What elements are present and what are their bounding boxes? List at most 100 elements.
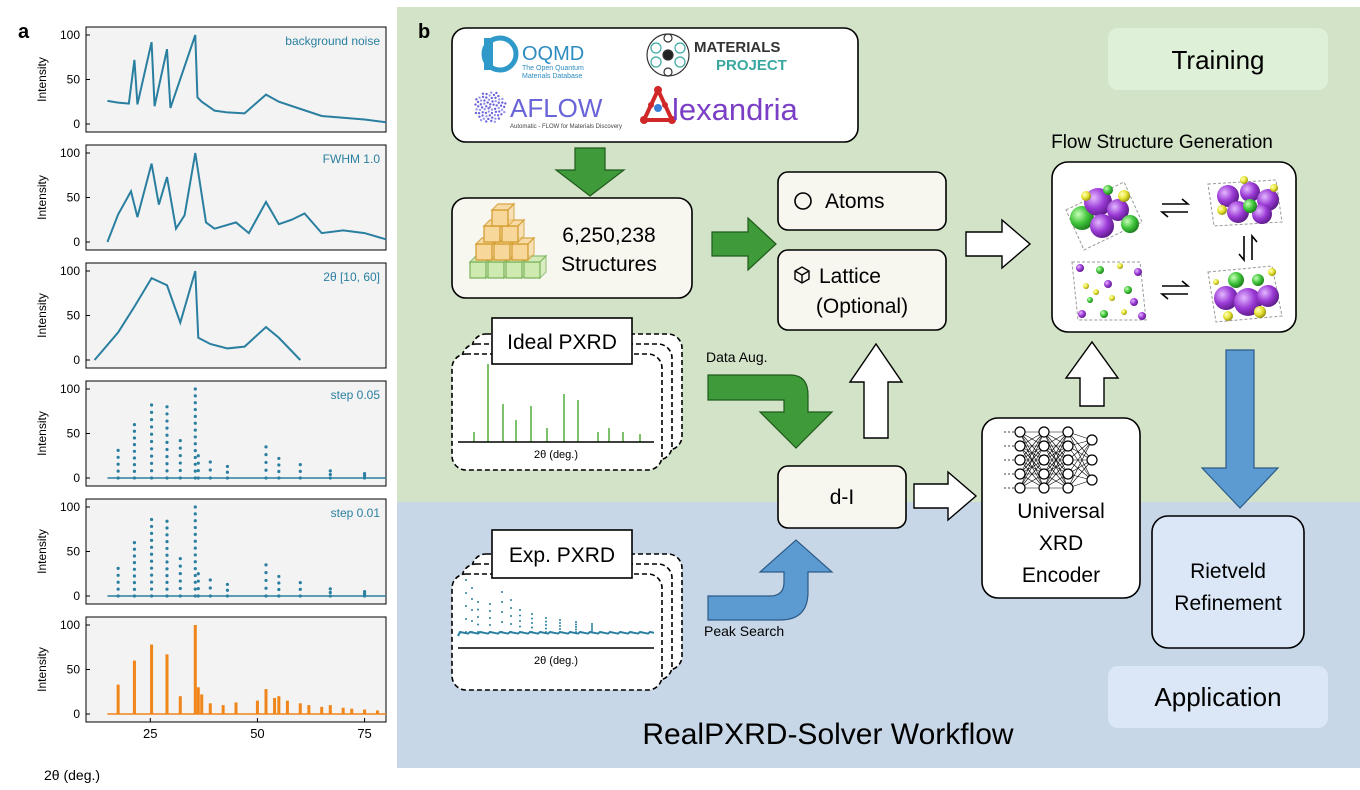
data-point — [193, 435, 197, 439]
data-point — [149, 469, 154, 473]
data-point — [362, 474, 367, 478]
nn-edge — [1019, 431, 1045, 489]
data-point — [149, 566, 154, 570]
aflow-dot — [496, 114, 500, 117]
y-tick-label: 0 — [73, 707, 80, 721]
series-line — [93, 270, 302, 361]
data-point — [264, 594, 268, 598]
project-text: PROJECT — [716, 57, 787, 74]
aflow-dot — [495, 104, 498, 107]
data-point — [165, 594, 169, 598]
plot-frame — [85, 262, 387, 369]
data-point — [132, 463, 137, 467]
data-point — [165, 567, 169, 571]
exp-peak-dot — [519, 631, 521, 633]
bar — [273, 697, 277, 714]
exp-peak-dot — [531, 617, 533, 620]
aflow-dot — [497, 101, 500, 104]
data-point — [264, 586, 268, 590]
data-point — [196, 594, 200, 598]
nn-node — [1014, 482, 1026, 494]
y-tick-label: 100 — [60, 28, 80, 42]
green-curved-arrow — [707, 374, 834, 449]
data-point — [193, 539, 197, 543]
alexandria-icon — [640, 85, 676, 124]
exp-peak-dot — [489, 603, 491, 605]
data-point — [362, 589, 367, 594]
aflow-dot — [479, 103, 483, 106]
x-tick-label: 75 — [357, 726, 371, 741]
cube-side — [539, 254, 547, 280]
aflow-dot — [494, 99, 497, 103]
exp-peak-dot — [501, 601, 503, 603]
exp-peak-dot — [591, 629, 593, 631]
data-point — [277, 476, 281, 480]
data-point — [193, 532, 197, 536]
aflow-dot — [504, 102, 507, 105]
exp-peak-dot — [519, 614, 521, 617]
data-point — [165, 533, 169, 537]
aflow-dot — [485, 105, 488, 108]
data-point — [277, 594, 281, 598]
data-point — [193, 580, 197, 584]
nn-node — [1014, 454, 1026, 466]
training-label-box — [1108, 28, 1328, 90]
blue-curved-arrow — [707, 539, 834, 621]
structures-count: 6,250,238 — [562, 224, 655, 247]
bar — [165, 654, 169, 714]
exp-peak-dot — [465, 579, 467, 581]
data-point — [328, 469, 332, 473]
exp-peak-dot — [575, 623, 577, 626]
data-point — [264, 468, 268, 472]
data-point — [328, 590, 332, 595]
exp-peak-dot — [501, 621, 503, 623]
exp-peak-dot — [489, 610, 491, 612]
data-point — [149, 439, 154, 444]
training-label: Training — [1172, 45, 1265, 75]
data-point — [116, 469, 120, 473]
crystal-structure-3 — [1071, 261, 1147, 321]
data-point — [132, 436, 137, 440]
flow-title: Flow Structure Generation — [1051, 132, 1273, 153]
exp-peak-dot — [519, 625, 521, 628]
data-point — [165, 419, 169, 423]
nn-edge — [1043, 431, 1069, 489]
y-tick-label: 50 — [67, 309, 81, 323]
rietveld-line-2: Refinement — [1174, 592, 1282, 615]
exp-peak-dot — [489, 624, 491, 626]
aflow-dot — [493, 113, 497, 117]
exp-peak-dot — [559, 631, 561, 633]
y-tick-label: 0 — [73, 117, 80, 131]
cube-face — [523, 261, 541, 279]
aflow-dot — [493, 120, 497, 123]
atom — [1104, 280, 1112, 288]
cube-side — [517, 218, 525, 244]
exp-peak-dot — [531, 626, 533, 629]
aflow-dot — [477, 111, 481, 115]
plot-annotation: FWHM 1.0 — [323, 152, 381, 166]
ideal-pxrd-stack: 2θ (deg.) Ideal PXRD — [451, 317, 683, 471]
exp-peak-dot — [559, 625, 561, 627]
data-point — [277, 574, 281, 579]
data-point — [298, 587, 302, 591]
data-point — [132, 469, 137, 473]
data-point — [264, 453, 268, 457]
atom — [1083, 283, 1089, 289]
data-point — [116, 566, 120, 571]
bar — [375, 710, 379, 714]
green-arrow-right — [711, 216, 777, 272]
x-tick-label: 25 — [143, 726, 157, 741]
exp-peak-dot — [465, 631, 467, 633]
data-point — [264, 476, 268, 480]
data-point — [196, 476, 200, 480]
databases-box — [451, 27, 859, 143]
data-point — [178, 468, 182, 473]
aflow-dot — [485, 120, 488, 123]
bar — [196, 687, 200, 714]
bar — [255, 700, 259, 714]
data-point — [149, 573, 154, 577]
aflow-dot — [487, 117, 490, 121]
data-point — [149, 517, 154, 522]
data-point — [165, 476, 169, 480]
